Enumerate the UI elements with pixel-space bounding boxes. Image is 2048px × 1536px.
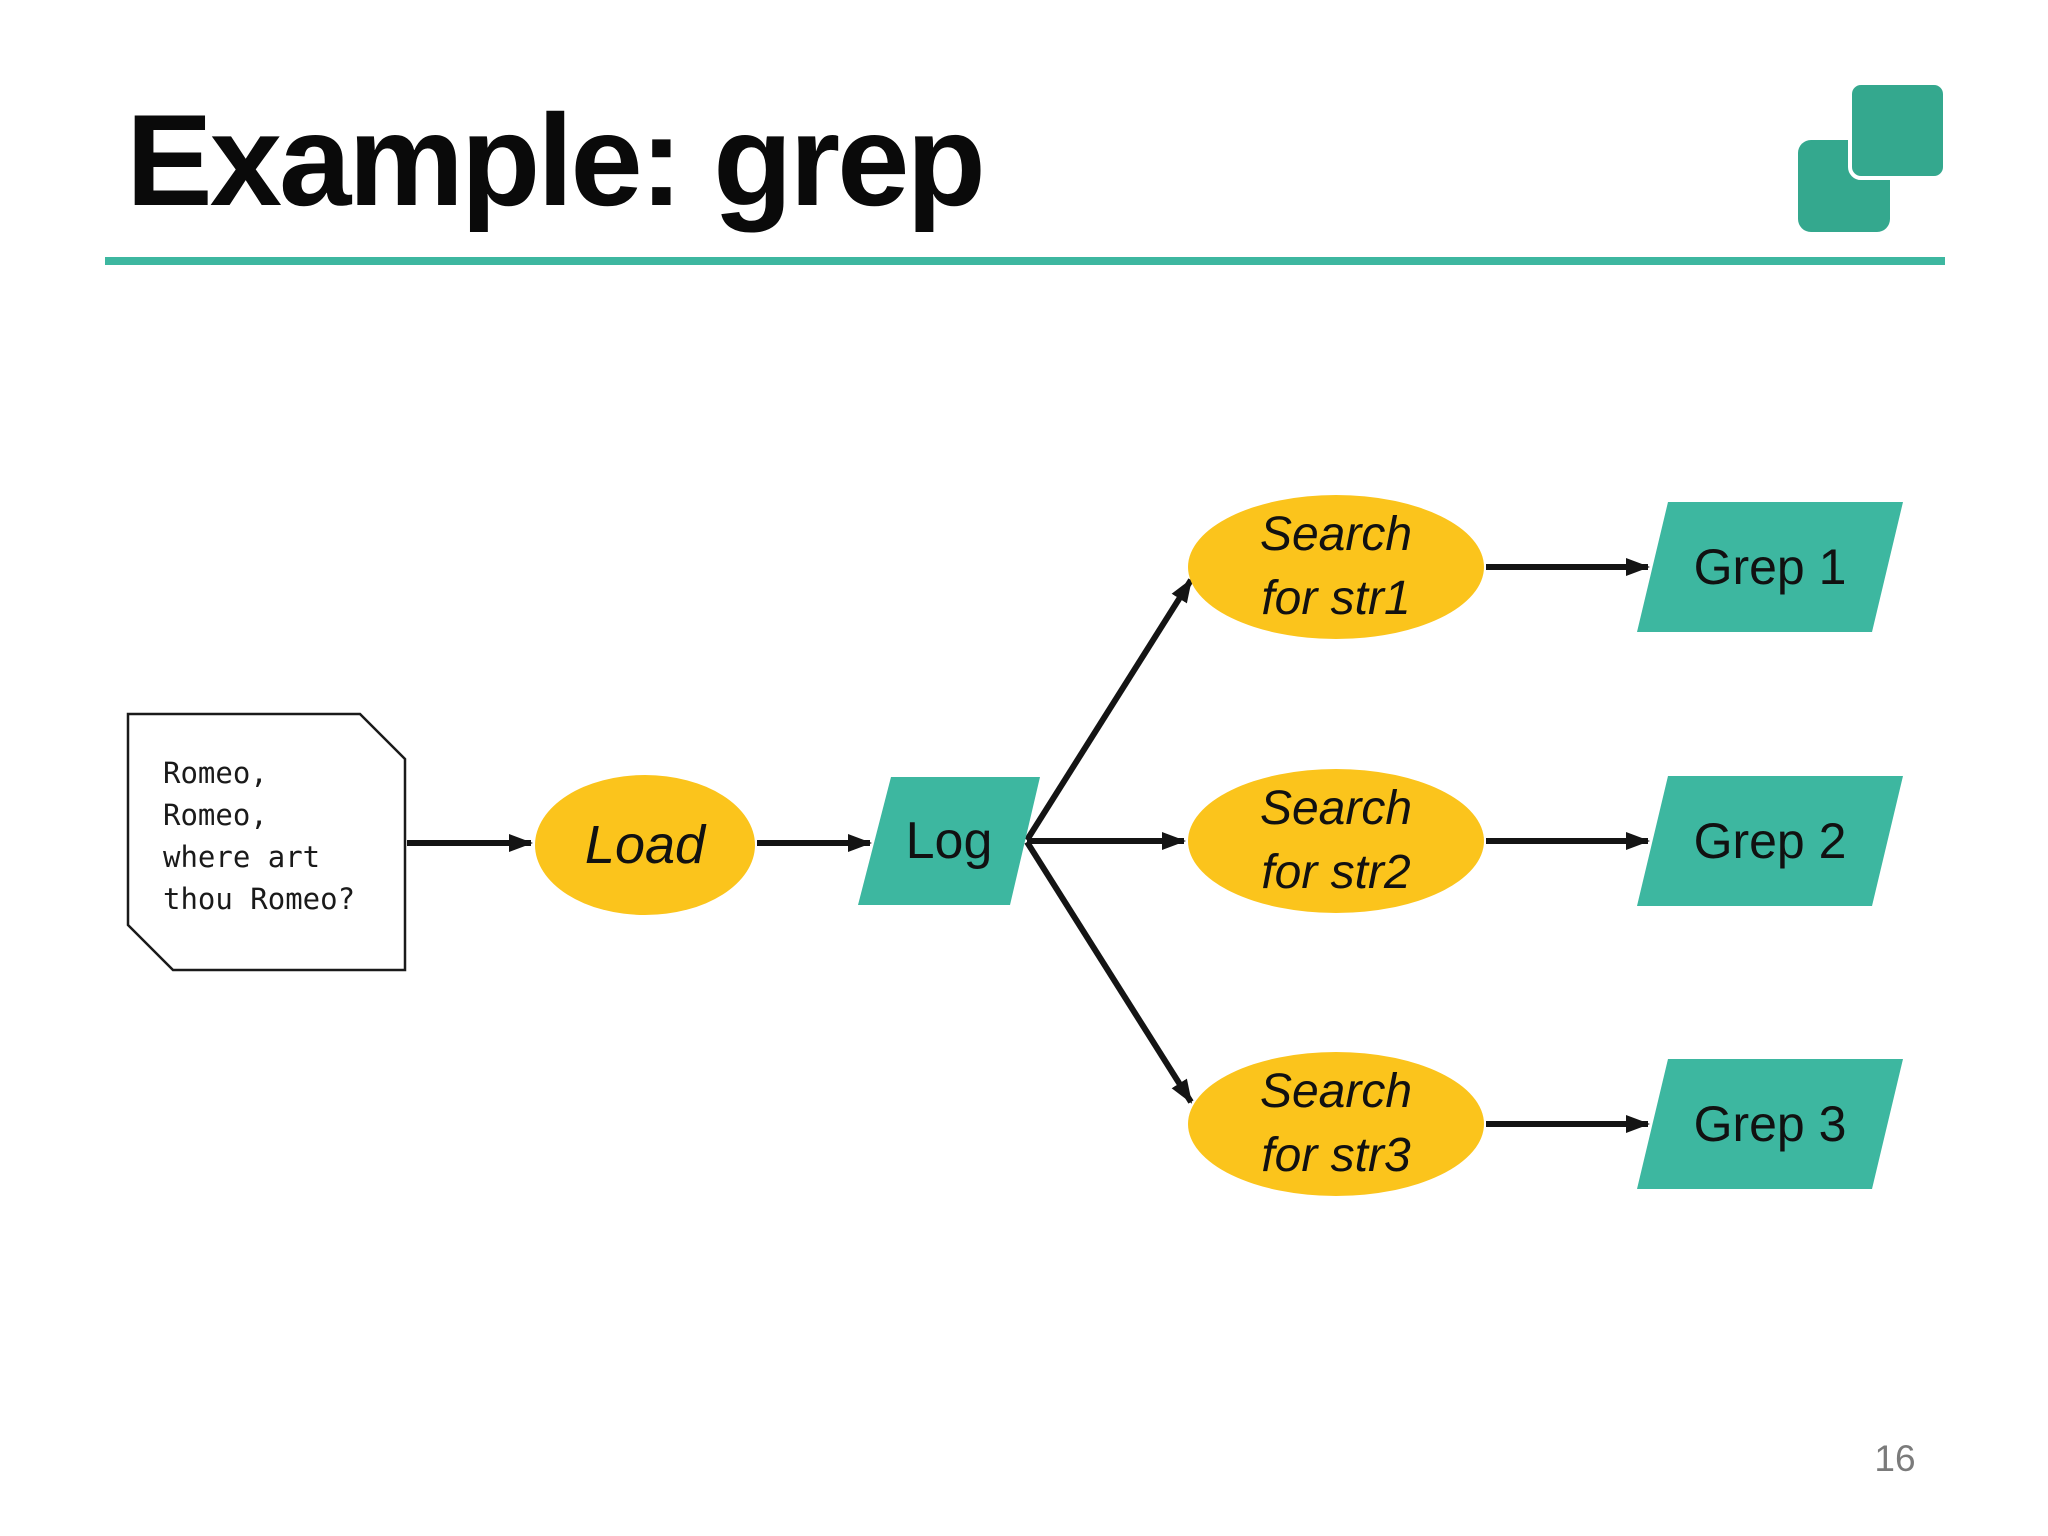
node-grep3-shape [1637,1059,1903,1189]
node-search-str2-label: Search for str2 [1259,782,1413,899]
node-log-label: Log [905,812,993,870]
node-grep2-shape [1637,776,1903,906]
input-document-shape [126,712,407,972]
logo-square-front [1848,81,1947,180]
slide-title: Example: grep [126,87,986,233]
node-search-str3-label: Search for str3 [1259,1065,1413,1182]
node-grep1-label: Grep 1 [1693,539,1847,595]
node-search-str1-shape [1188,495,1484,639]
logo-overlapping-squares-icon [1790,75,1960,245]
node-grep2-label: Grep 2 [1693,813,1847,869]
node-log-shape [858,777,1040,905]
edge-log-to-search-str3 [1024,840,1194,1104]
edge-log-to-search-str1 [1024,578,1194,842]
node-search-str1-label: Search for str1 [1259,508,1413,625]
node-grep1-shape [1637,502,1903,632]
page-number: 16 [1874,1438,1916,1479]
node-load-label: Load [584,815,706,875]
title-underline [105,257,1945,265]
node-grep3-label: Grep 3 [1693,1096,1847,1152]
node-search-str3-shape [1188,1052,1484,1196]
node-load-shape [535,775,755,915]
node-search-str2-shape [1188,769,1484,913]
input-document-text: Romeo, Romeo, where art thou Romeo? [163,756,356,916]
